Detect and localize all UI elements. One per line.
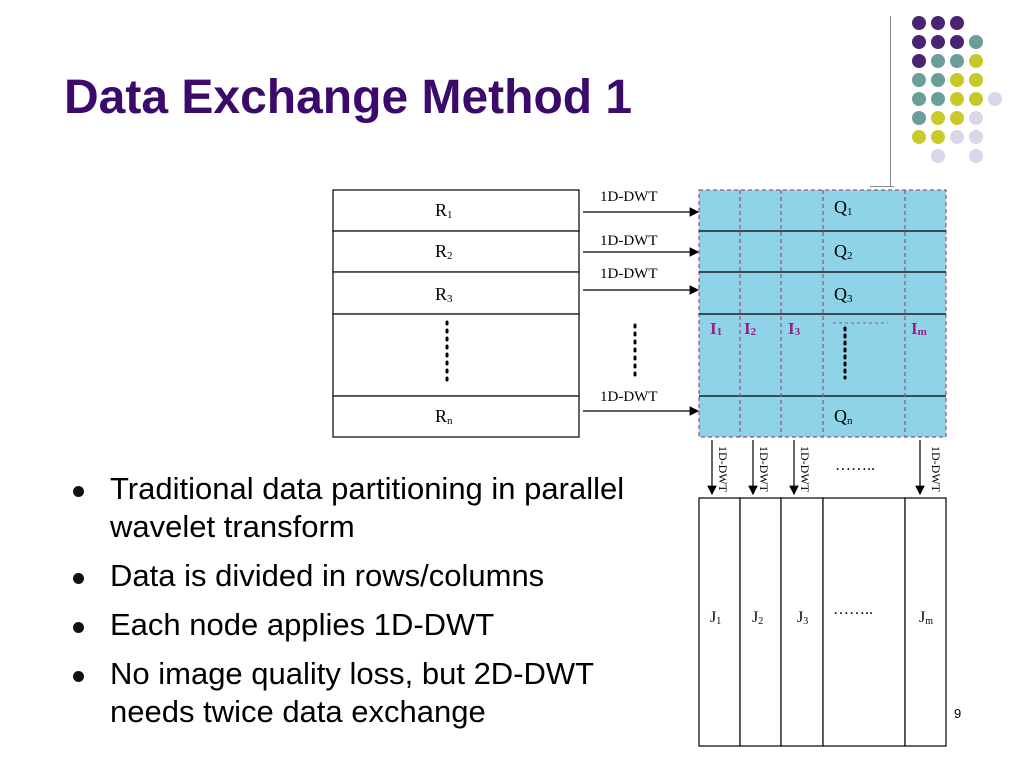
decor-dot xyxy=(912,16,926,30)
decor-dot xyxy=(931,54,945,68)
decor-dot xyxy=(969,111,983,125)
column-label-m: Im xyxy=(911,319,927,338)
column-block-ellipsis xyxy=(822,497,906,747)
column-arrow-ellipsis: …….. xyxy=(835,457,875,474)
decor-dot xyxy=(931,35,945,49)
column-arrow-label-3: 1D-DWT xyxy=(798,446,812,493)
decor-dot xyxy=(969,73,983,87)
decor-dot xyxy=(969,35,983,49)
decor-dot xyxy=(950,111,964,125)
j-label-1: J1 xyxy=(710,609,721,627)
decor-dot xyxy=(950,16,964,30)
bullet-item: No image quality loss, but 2D-DWT needs … xyxy=(70,655,670,731)
row-arrows xyxy=(583,207,700,416)
row-label-3: R3 xyxy=(435,284,453,305)
decor-dot xyxy=(931,111,945,125)
decor-dot xyxy=(950,35,964,49)
q-label-3: Q3 xyxy=(834,284,853,305)
decor-dot xyxy=(969,149,983,163)
slide-title: Data Exchange Method 1 xyxy=(64,71,633,124)
decor-dot xyxy=(988,92,1002,106)
row-label-2: R2 xyxy=(435,241,453,262)
j-label-m: Jm xyxy=(919,609,933,627)
row-arrow-label-1: 1D-DWT xyxy=(600,189,657,205)
q-label-1: Q1 xyxy=(834,197,853,218)
decor-dot xyxy=(950,54,964,68)
column-label-3: I3 xyxy=(788,319,801,338)
column-labels: I1 I2 I3 Im xyxy=(710,319,927,338)
decor-dot xyxy=(912,92,926,106)
decor-dot xyxy=(931,92,945,106)
column-label-1: I1 xyxy=(710,319,722,338)
column-arrows xyxy=(707,440,925,496)
decor-dot xyxy=(969,130,983,144)
column-block-3 xyxy=(780,497,824,747)
column-blocks xyxy=(698,497,947,747)
bullet-list: Traditional data partitioning in paralle… xyxy=(70,470,670,742)
decor-dot xyxy=(912,54,926,68)
row-block-3 xyxy=(332,271,580,315)
decor-dot xyxy=(912,73,926,87)
decor-dot xyxy=(969,92,983,106)
decor-dot xyxy=(912,130,926,144)
decor-dot xyxy=(931,149,945,163)
decor-vertical-line xyxy=(890,16,891,186)
decor-dot-grid xyxy=(912,16,1002,163)
column-arrow-label-2: 1D-DWT xyxy=(757,446,771,493)
q-label-n: Qn xyxy=(834,406,853,427)
column-block-2 xyxy=(739,497,782,747)
row-block-ellipsis xyxy=(332,313,580,397)
slide-number: 9 xyxy=(954,706,962,721)
row-label-n: Rn xyxy=(435,406,453,427)
column-block-m xyxy=(904,497,947,747)
row-block-n xyxy=(332,395,580,438)
row-block-2 xyxy=(332,230,580,273)
decor-dot xyxy=(969,54,983,68)
j-ellipsis: …….. xyxy=(833,601,873,618)
row-label-1: R1 xyxy=(435,200,453,221)
row-arrow-label-3: 1D-DWT xyxy=(600,266,657,282)
decor-dot xyxy=(931,16,945,30)
decor-dot xyxy=(950,73,964,87)
column-arrow-label-1: 1D-DWT xyxy=(716,446,730,493)
decor-horizontal-line xyxy=(870,186,894,187)
decor-dot xyxy=(931,73,945,87)
q-grid-column-lines xyxy=(739,190,906,437)
column-arrow-label-m: 1D-DWT xyxy=(929,446,943,493)
j-label-2: J2 xyxy=(752,609,763,627)
column-label-2: I2 xyxy=(744,319,757,338)
row-block-1 xyxy=(332,189,580,232)
decor-dot xyxy=(912,111,926,125)
row-blocks xyxy=(332,189,580,438)
decor-dot xyxy=(912,35,926,49)
bullet-item: Data is divided in rows/columns xyxy=(70,557,670,595)
q-label-2: Q2 xyxy=(834,241,853,262)
decor-dot xyxy=(931,130,945,144)
decor-dot xyxy=(950,130,964,144)
row-arrow-label-2: 1D-DWT xyxy=(600,233,657,249)
row-arrow-label-n: 1D-DWT xyxy=(600,389,657,405)
bullet-item: Each node applies 1D-DWT xyxy=(70,606,670,644)
decor-dot xyxy=(950,92,964,106)
j-label-3: J3 xyxy=(797,609,808,627)
bullet-item: Traditional data partitioning in paralle… xyxy=(70,470,670,546)
